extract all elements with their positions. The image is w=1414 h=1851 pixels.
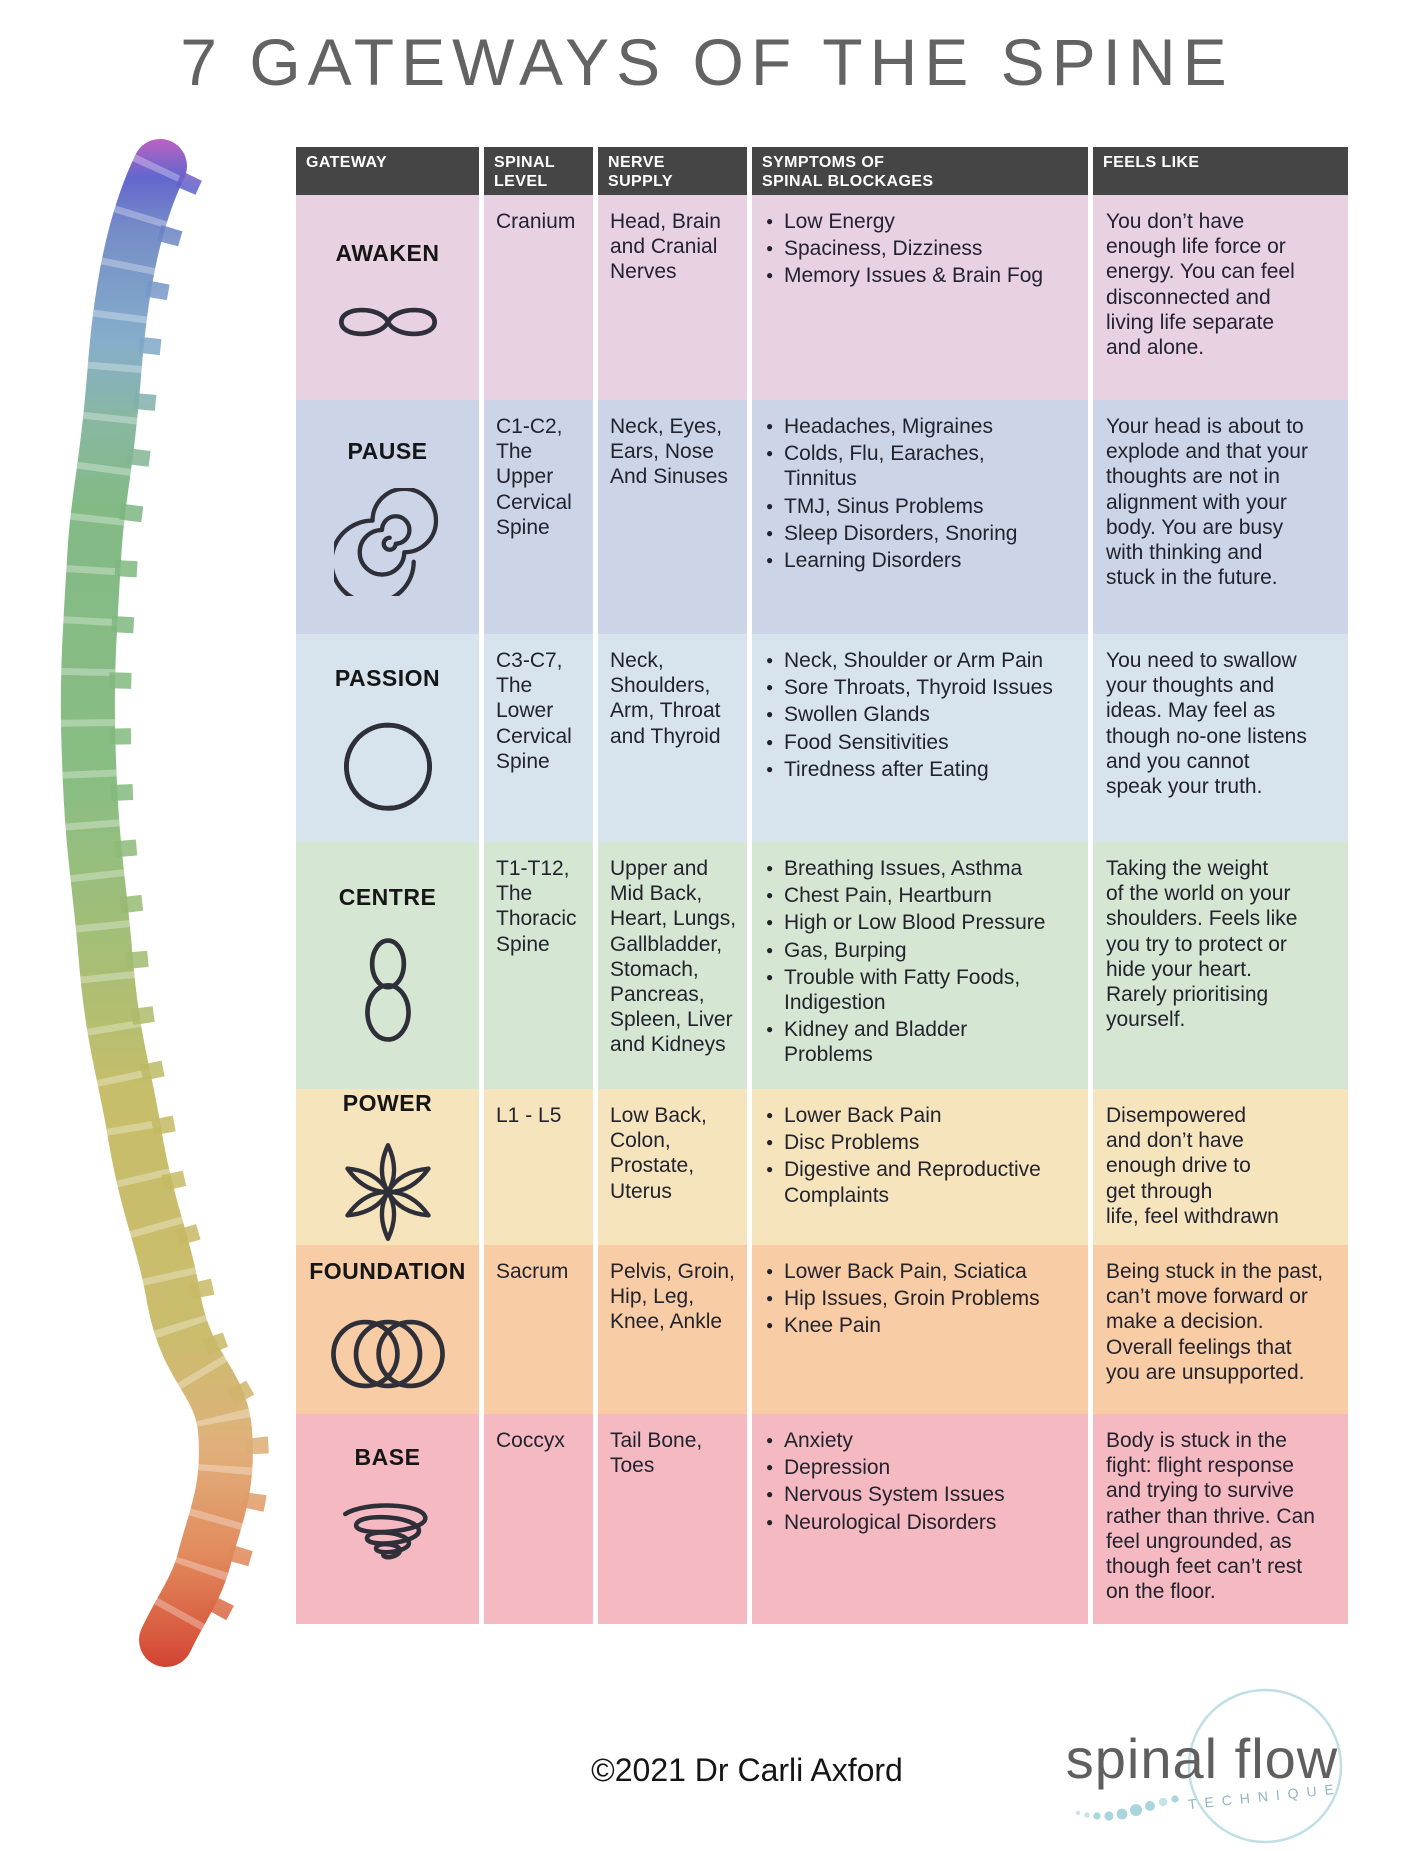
gateway-cell: PAUSE bbox=[296, 400, 479, 634]
spinal-level-cell: Sacrum bbox=[484, 1245, 593, 1414]
column-header-symptoms: SYMPTOMS OF SPINAL BLOCKAGES bbox=[752, 147, 1088, 195]
symptom-item: Sore Throats, Thyroid Issues bbox=[766, 675, 1082, 700]
spinal-level-cell: L1 - L5 bbox=[484, 1089, 593, 1245]
symptom-item: Nervous System Issues bbox=[766, 1482, 1082, 1507]
spine-illustration bbox=[60, 139, 269, 1667]
symptoms-cell: Lower Back Pain, SciaticaHip Issues, Gro… bbox=[752, 1245, 1088, 1414]
figure-eight-icon bbox=[364, 938, 411, 1043]
gateway-cell: AWAKEN bbox=[296, 195, 479, 400]
feels-like-cell: You don’t have enough life force or ener… bbox=[1093, 195, 1348, 400]
logo-circle bbox=[1187, 1688, 1343, 1844]
symptoms-cell: Lower Back PainDisc ProblemsDigestive an… bbox=[752, 1089, 1088, 1245]
gateway-label: AWAKEN bbox=[335, 239, 440, 266]
gateway-cell: BASE bbox=[296, 1414, 479, 1624]
logo: spinal flow TECHNIQUE bbox=[1066, 1688, 1343, 1844]
nerve-supply-cell: Tail Bone, Toes bbox=[598, 1414, 747, 1624]
symptom-item: Food Sensitivities bbox=[766, 730, 1082, 755]
symptom-item: Trouble with Fatty Foods, Indigestion bbox=[766, 965, 1082, 1015]
symptom-item: Learning Disorders bbox=[766, 548, 1082, 573]
logo-name: spinal flow bbox=[1066, 1727, 1338, 1790]
vortex-icon bbox=[342, 1503, 428, 1560]
symptom-item: Anxiety bbox=[766, 1428, 1082, 1453]
column-header-gateway: GATEWAY bbox=[296, 147, 479, 195]
nerve-supply-cell: Low Back, Colon, Prostate, Uterus bbox=[598, 1089, 747, 1245]
feels-like-cell: You need to swallow your thoughts and id… bbox=[1093, 634, 1348, 842]
symptom-item: Sleep Disorders, Snoring bbox=[766, 521, 1082, 546]
symptom-item: High or Low Blood Pressure bbox=[766, 910, 1082, 935]
symptoms-cell: Low EnergySpaciness, DizzinessMemory Iss… bbox=[752, 195, 1088, 400]
symptom-item: Neck, Shoulder or Arm Pain bbox=[766, 648, 1082, 673]
symptom-item: Breathing Issues, Asthma bbox=[766, 856, 1082, 881]
symptoms-cell: Breathing Issues, AsthmaChest Pain, Hear… bbox=[752, 842, 1088, 1089]
spinal-level-cell: T1-T12, The Thoracic Spine bbox=[484, 842, 593, 1089]
page-title: 7 GATEWAYS OF THE SPINE bbox=[180, 25, 1234, 99]
spinal-level-cell: C1-C2, The Upper Cervical Spine bbox=[484, 400, 593, 634]
gateway-cell: POWER bbox=[296, 1089, 479, 1245]
nerve-supply-cell: Pelvis, Groin, Hip, Leg, Knee, Ankle bbox=[598, 1245, 747, 1414]
spinal-level-cell: Cranium bbox=[484, 195, 593, 400]
spinal-level-cell: Coccyx bbox=[484, 1414, 593, 1624]
column-header-spinal-level: SPINAL LEVEL bbox=[484, 147, 593, 195]
symptoms-cell: Headaches, MigrainesColds, Flu, Earaches… bbox=[752, 400, 1088, 634]
feels-like-cell: Disempowered and don’t have enough drive… bbox=[1093, 1089, 1348, 1245]
symptom-item: Gas, Burping bbox=[766, 938, 1082, 963]
symptom-item: Swollen Glands bbox=[766, 702, 1082, 727]
flower-icon bbox=[344, 1142, 431, 1241]
symptom-item: Hip Issues, Groin Problems bbox=[766, 1286, 1082, 1311]
gateway-label: CENTRE bbox=[338, 883, 437, 910]
symptom-item: Kidney and Bladder Problems bbox=[766, 1017, 1082, 1067]
gateway-cell: FOUNDATION bbox=[296, 1245, 479, 1414]
logo-dots bbox=[1075, 1795, 1179, 1821]
symptom-item: TMJ, Sinus Problems bbox=[766, 494, 1082, 519]
nerve-supply-cell: Neck, Eyes, Ears, Nose And Sinuses bbox=[598, 400, 747, 634]
symptom-item: Colds, Flu, Earaches, Tinnitus bbox=[766, 441, 1082, 491]
gateway-cell: PASSION bbox=[296, 634, 479, 842]
symptom-item: Depression bbox=[766, 1455, 1082, 1480]
symptom-item: Disc Problems bbox=[766, 1130, 1082, 1155]
triquetra-icon bbox=[343, 722, 432, 811]
copyright-text: ©2021 Dr Carli Axford bbox=[591, 1752, 903, 1788]
feels-like-cell: Body is stuck in the fight: flight respo… bbox=[1093, 1414, 1348, 1624]
symptoms-cell: Neck, Shoulder or Arm PainSore Throats, … bbox=[752, 634, 1088, 842]
nerve-supply-cell: Upper and Mid Back, Heart, Lungs, Gallbl… bbox=[598, 842, 747, 1089]
nerve-supply-cell: Neck, Shoulders, Arm, Throat and Thyroid bbox=[598, 634, 747, 842]
feels-like-cell: Your head is about to explode and that y… bbox=[1093, 400, 1348, 634]
symptom-item: Digestive and Reproductive Complaints bbox=[766, 1157, 1082, 1207]
symptom-item: Knee Pain bbox=[766, 1313, 1082, 1338]
spiral-icon bbox=[333, 487, 438, 596]
gateway-label: POWER bbox=[342, 1090, 433, 1117]
symptom-item: Tiredness after Eating bbox=[766, 757, 1082, 782]
column-header-nerve-supply: NERVE SUPPLY bbox=[598, 147, 747, 195]
gateways-table: GATEWAY SPINAL LEVEL NERVE SUPPLY SYMPTO… bbox=[296, 147, 1348, 1624]
gateway-label: BASE bbox=[354, 1444, 421, 1471]
feels-like-cell: Being stuck in the past, can’t move forw… bbox=[1093, 1245, 1348, 1414]
gateway-cell: CENTRE bbox=[296, 842, 479, 1089]
symptom-item: Lower Back Pain bbox=[766, 1103, 1082, 1128]
gateway-label: PASSION bbox=[334, 665, 441, 692]
symptom-item: Chest Pain, Heartburn bbox=[766, 883, 1082, 908]
symptom-item: Neurological Disorders bbox=[766, 1510, 1082, 1535]
symptom-item: Memory Issues & Brain Fog bbox=[766, 263, 1082, 288]
gateway-label: PAUSE bbox=[347, 438, 428, 465]
infinity-icon bbox=[338, 308, 437, 337]
symptoms-cell: AnxietyDepressionNervous System IssuesNe… bbox=[752, 1414, 1088, 1624]
symptom-item: Low Energy bbox=[766, 209, 1082, 234]
spinal-level-cell: C3-C7, The Lower Cervical Spine bbox=[484, 634, 593, 842]
feels-like-cell: Taking the weight of the world on your s… bbox=[1093, 842, 1348, 1089]
three-circles-icon bbox=[330, 1319, 445, 1389]
nerve-supply-cell: Head, Brain and Cranial Nerves bbox=[598, 195, 747, 400]
symptom-item: Headaches, Migraines bbox=[766, 414, 1082, 439]
gateway-label: FOUNDATION bbox=[309, 1257, 466, 1284]
symptom-item: Spaciness, Dizziness bbox=[766, 236, 1082, 261]
symptom-item: Lower Back Pain, Sciatica bbox=[766, 1259, 1082, 1284]
column-header-feels-like: FEELS LIKE bbox=[1093, 147, 1348, 195]
